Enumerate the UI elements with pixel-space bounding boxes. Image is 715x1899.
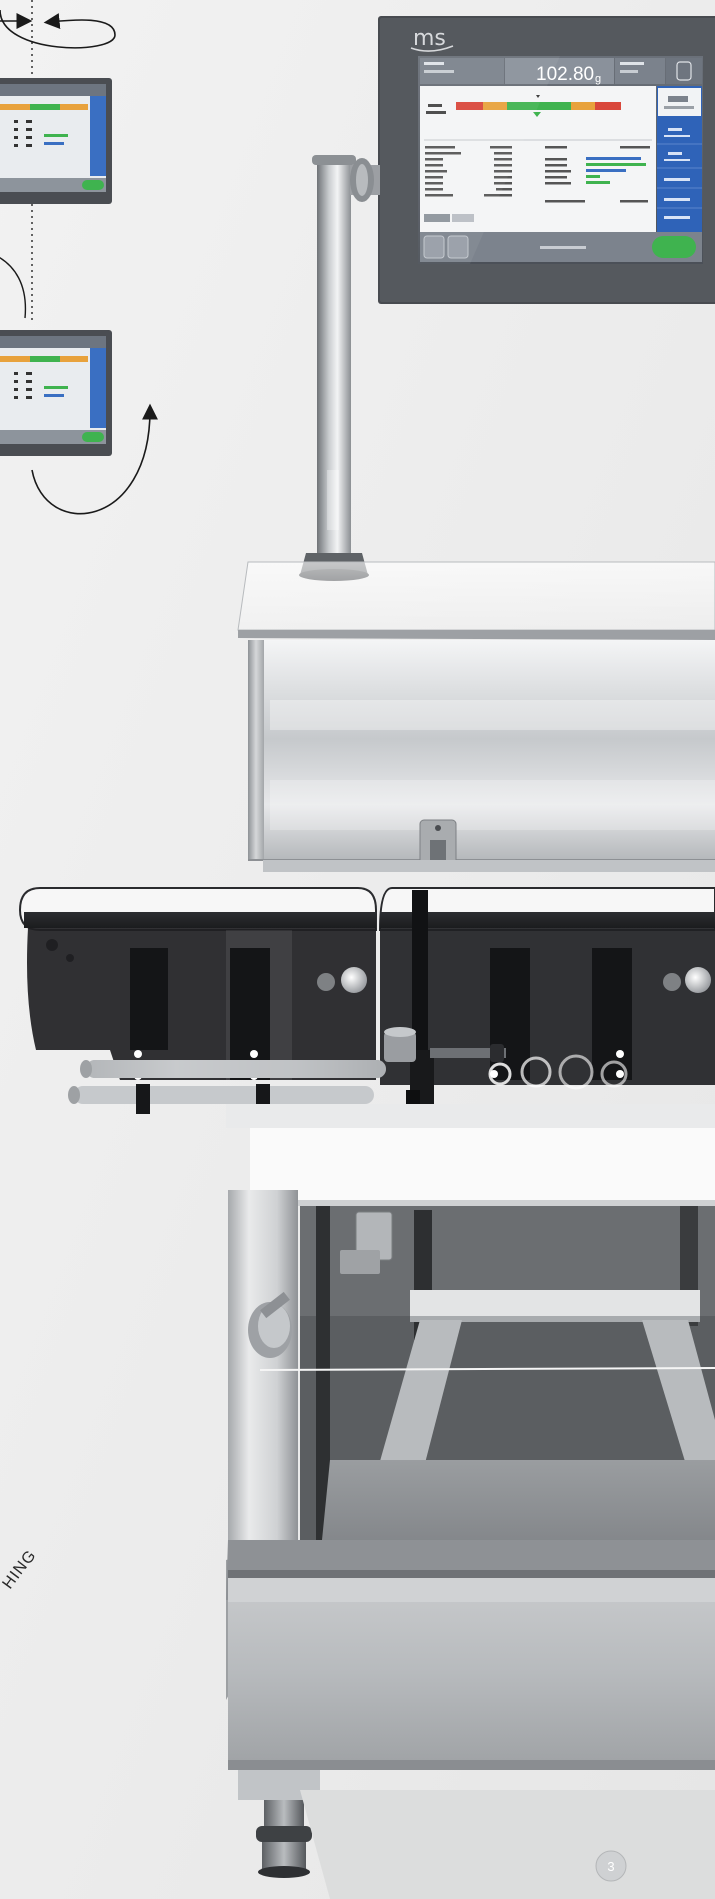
touch-display: ms 102.80 g (378, 16, 715, 304)
mini-display-bottom (0, 330, 112, 456)
mini-display-top (0, 78, 112, 204)
rotation-arrow-vertical-icon (31, 403, 158, 515)
machine-frame (226, 1104, 715, 1899)
display-pole (299, 155, 380, 581)
weight-unit: g (595, 73, 601, 85)
page-number: 3 (607, 1859, 614, 1874)
brand-logo: ms (413, 26, 446, 51)
wifi-icon[interactable] (676, 61, 692, 81)
weighing-housing (237, 561, 715, 872)
rotation-diagram-horizontal (0, 0, 116, 320)
start-button[interactable] (652, 236, 696, 258)
weight-value: 102.80 (536, 64, 594, 85)
conveyor-section (18, 887, 715, 1119)
page-number-badge: 3 (595, 1850, 627, 1882)
rotation-arrow-horizontal-icon (0, 9, 116, 49)
